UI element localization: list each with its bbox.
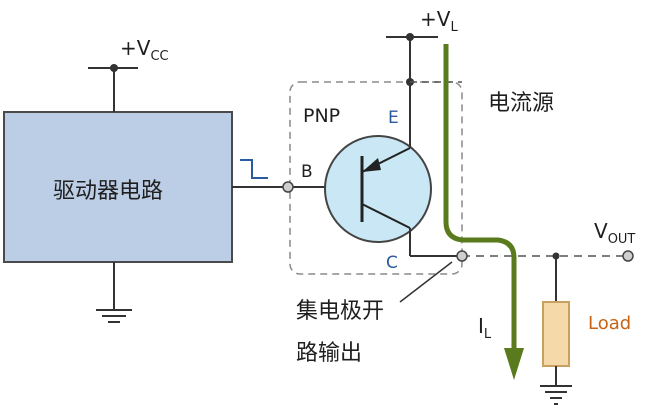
driver-label: 驱动器电路: [53, 179, 163, 204]
emitter-arrow: [362, 158, 381, 172]
transistor-body: [324, 135, 432, 243]
pulse-icon: [240, 159, 268, 179]
pnp-enclosure: [289, 81, 463, 275]
base-label: B: [301, 162, 313, 182]
collector-label: C: [386, 253, 398, 273]
base-node: [282, 181, 294, 193]
collector-leg: [361, 203, 411, 229]
ground-icon: [96, 262, 132, 323]
vl-label: +VL: [420, 7, 458, 35]
emitter-label: E: [388, 108, 399, 128]
il-label: IL: [478, 314, 492, 342]
annotation-pointer: [399, 261, 453, 303]
open-collector-label-2: 路输出: [296, 341, 362, 366]
ground-icon: [540, 385, 572, 405]
current-source-label: 电流源: [488, 91, 554, 116]
vcc-node: [110, 64, 118, 72]
driver-block: [3, 111, 233, 263]
vout-label: VOUT: [594, 219, 635, 247]
arrow-icon: [504, 348, 524, 380]
pnp-label: PNP: [303, 105, 340, 127]
collector-node: [456, 250, 468, 262]
open-collector-label-1: 集电极开: [296, 299, 384, 324]
vout-node: [622, 250, 634, 262]
vcc-label: +VCC: [120, 36, 169, 64]
load-resistor: [542, 301, 570, 367]
load-label: Load: [588, 313, 631, 334]
current-path: [443, 44, 517, 350]
